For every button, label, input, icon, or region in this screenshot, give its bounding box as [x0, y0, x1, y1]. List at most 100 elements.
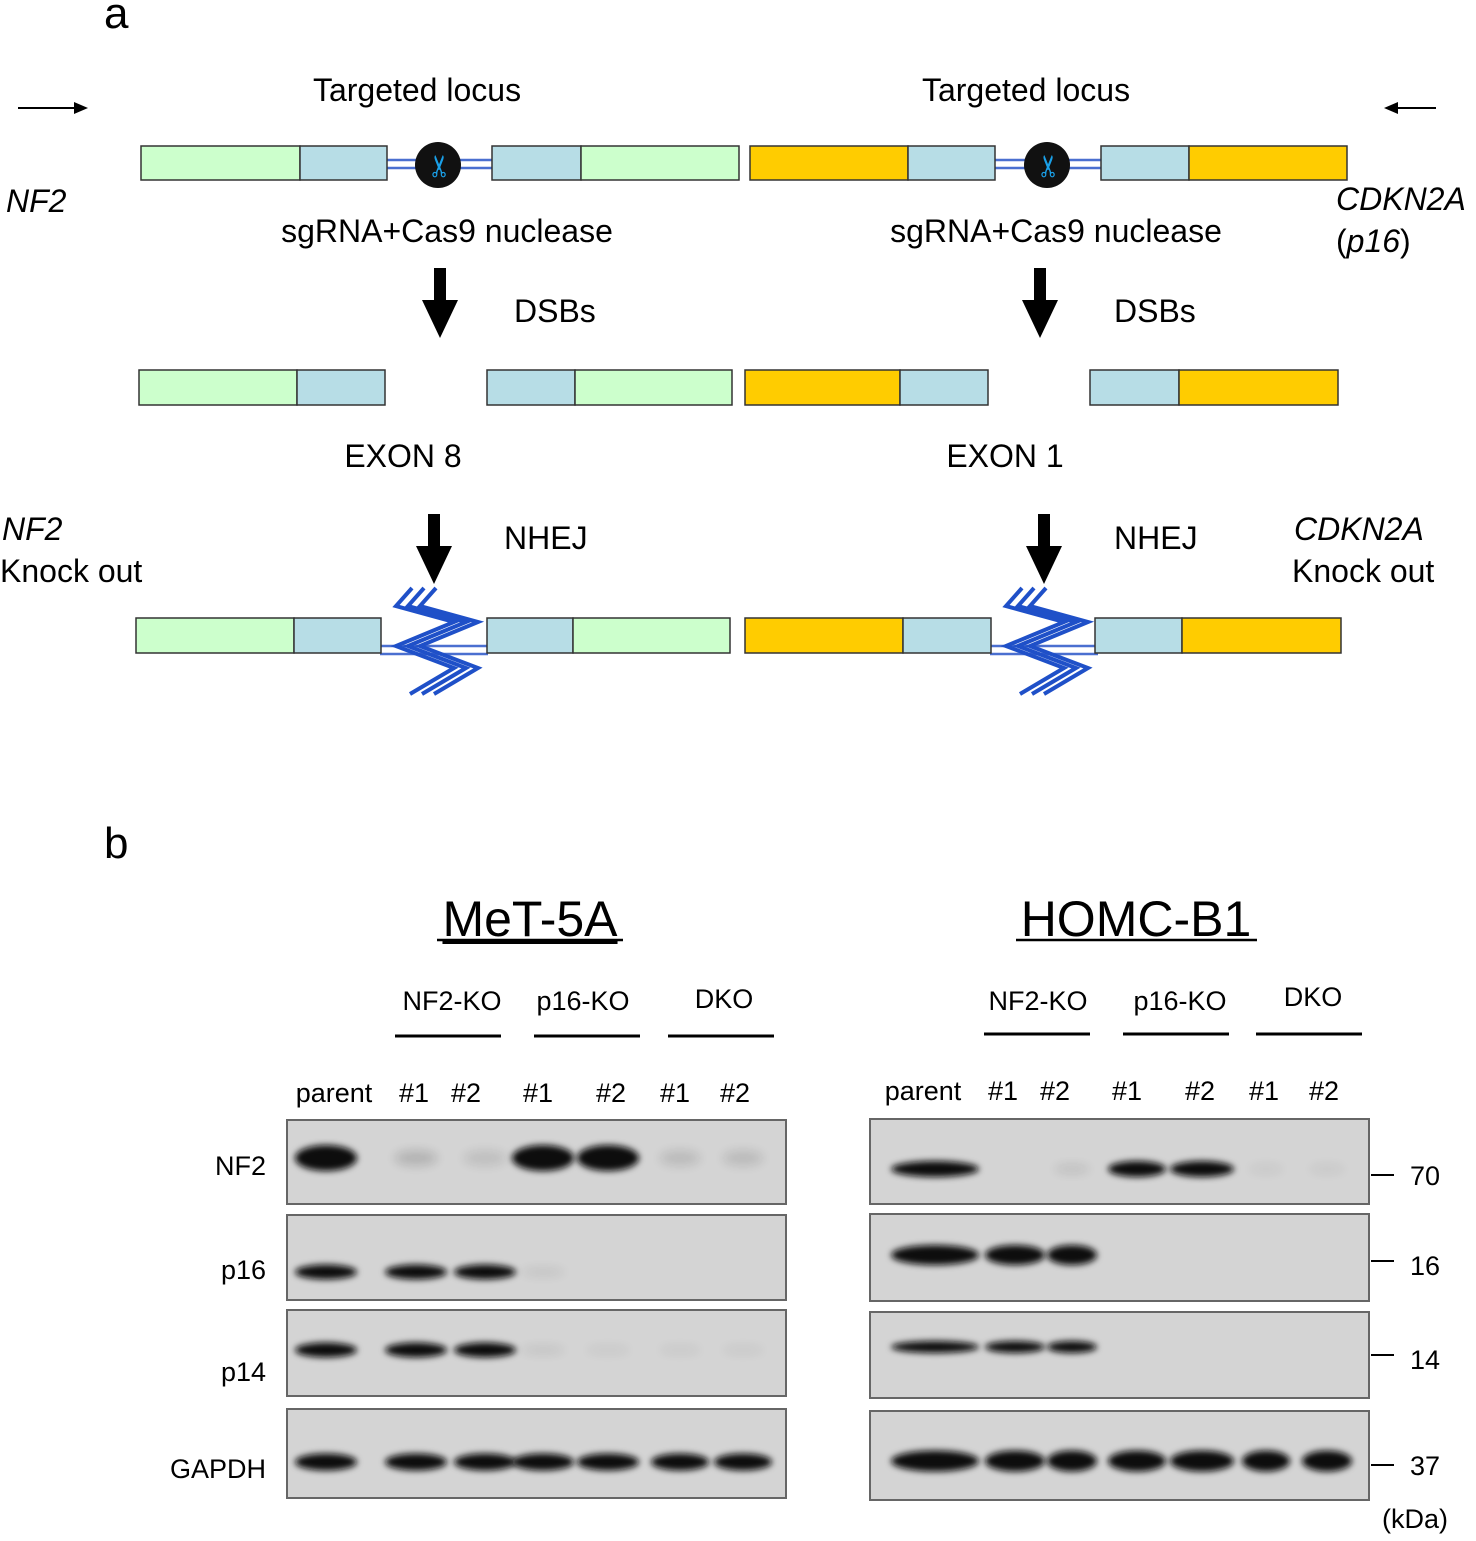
svg-text:✂: ✂ — [424, 153, 457, 178]
ko-right-gene: CDKN2A — [1294, 511, 1424, 547]
band-right-gapdh-lane-5 — [1242, 1450, 1290, 1472]
lane-label-right-3: #1 — [1112, 1076, 1142, 1106]
band-left-p16-lane-2 — [454, 1264, 516, 1280]
nhej-wave-icon — [390, 586, 485, 696]
gene-cdkn2a-alias: (p16) — [1336, 223, 1411, 259]
band-left-p14-lane-2 — [454, 1342, 516, 1358]
band-left-gapdh-lane-0 — [295, 1453, 357, 1471]
marker-unit: (kDa) — [1382, 1504, 1448, 1534]
band-left-p16-lane-1 — [385, 1264, 447, 1280]
cell-line-met5a: MeT-5A — [442, 891, 618, 947]
right-arrow-icon — [18, 102, 88, 114]
left-arrow-icon — [1384, 102, 1436, 114]
marker-label-16: 16 — [1410, 1251, 1440, 1281]
band-right-p16-lane-1 — [985, 1245, 1045, 1265]
band-left-p16-lane-0 — [295, 1264, 357, 1280]
panel-a-label: a — [104, 0, 129, 38]
dsb-right-label: DSBs — [1114, 293, 1196, 329]
band-left-nf2-lane-6 — [722, 1150, 764, 1166]
band-left-nf2-lane-3 — [512, 1145, 574, 1171]
band-right-gapdh-lane-6 — [1302, 1450, 1352, 1472]
marker-label-37: 37 — [1410, 1451, 1440, 1481]
protein-label-nf2: NF2 — [215, 1151, 266, 1181]
band-right-nf2-lane-0 — [891, 1161, 979, 1177]
blot-strip-left-p16 — [286, 1214, 787, 1301]
scissors-icon: ✂ — [1024, 142, 1070, 188]
nhej-wave-icon — [1000, 586, 1095, 696]
scissors-icon: ✂ — [415, 142, 461, 188]
targeted-locus-right: Targeted locus — [922, 72, 1130, 108]
band-right-p14-lane-1 — [985, 1341, 1045, 1353]
lane-label-left-1: #1 — [399, 1078, 429, 1108]
protein-label-p14: p14 — [221, 1357, 266, 1387]
band-left-p16-lane-3 — [521, 1267, 565, 1277]
band-right-gapdh-lane-2 — [1047, 1450, 1097, 1472]
dsb-left-label: DSBs — [514, 293, 596, 329]
svg-text:✂: ✂ — [1033, 153, 1066, 178]
lane-label-right-5: #1 — [1249, 1076, 1279, 1106]
nf2-repaired-row3 — [135, 617, 731, 656]
band-left-nf2-lane-1 — [394, 1150, 438, 1166]
group-label-left-0: NF2-KO — [402, 986, 501, 1016]
lane-label-right-2: #2 — [1040, 1076, 1070, 1106]
panel-a: a Targeted locus Targeted locus ✂ — [0, 0, 1466, 696]
band-right-gapdh-lane-0 — [891, 1450, 979, 1472]
group-label-right-2: DKO — [1284, 982, 1343, 1012]
band-right-nf2-lane-2 — [1054, 1164, 1090, 1174]
down-arrow-icon — [422, 268, 458, 338]
band-left-p14-lane-3 — [521, 1345, 565, 1355]
blot-strip-right-nf2 — [869, 1118, 1370, 1205]
band-right-nf2-lane-3 — [1108, 1161, 1166, 1177]
band-left-nf2-lane-5 — [659, 1150, 701, 1166]
blot-images — [286, 1118, 1370, 1501]
down-arrow-icon — [1026, 514, 1062, 584]
band-right-gapdh-lane-3 — [1108, 1450, 1166, 1472]
lane-label-right-6: #2 — [1309, 1076, 1339, 1106]
ko-left-text: Knock out — [0, 553, 142, 589]
band-right-p16-lane-2 — [1047, 1245, 1097, 1265]
band-right-p14-lane-0 — [891, 1341, 979, 1353]
gene-cdkn2a-label: CDKN2A — [1336, 181, 1466, 217]
marker-label-14: 14 — [1410, 1345, 1440, 1375]
blot-strip-right-p14 — [869, 1311, 1370, 1399]
lane-label-left-2: #2 — [451, 1078, 481, 1108]
ko-left-gene: NF2 — [2, 511, 63, 547]
down-arrow-icon — [416, 514, 452, 584]
nuclease-right-label: sgRNA+Cas9 nuclease — [890, 213, 1222, 249]
down-arrow-icon — [1022, 268, 1058, 338]
band-left-gapdh-lane-5 — [651, 1453, 709, 1471]
band-left-nf2-lane-2 — [463, 1150, 507, 1166]
band-left-p14-lane-1 — [385, 1342, 447, 1358]
band-left-gapdh-lane-4 — [577, 1453, 639, 1471]
ko-right-text: Knock out — [1292, 553, 1434, 589]
band-left-gapdh-lane-6 — [714, 1453, 772, 1471]
nhej-left-label: NHEJ — [504, 520, 588, 556]
nuclease-left-label: sgRNA+Cas9 nuclease — [281, 213, 613, 249]
lane-label-right-4: #2 — [1185, 1076, 1215, 1106]
group-label-right-0: NF2-KO — [988, 986, 1087, 1016]
band-right-gapdh-lane-1 — [985, 1450, 1045, 1472]
gene-nf2-label: NF2 — [6, 183, 67, 219]
band-left-nf2-lane-0 — [295, 1145, 357, 1171]
lane-label-left-3: #1 — [523, 1078, 553, 1108]
lane-label-right-1: #1 — [988, 1076, 1018, 1106]
band-left-p14-lane-4 — [586, 1345, 630, 1355]
group-label-right-1: p16-KO — [1133, 986, 1226, 1016]
group-label-left-2: DKO — [695, 984, 754, 1014]
band-left-gapdh-lane-2 — [454, 1453, 516, 1471]
targeted-locus-left: Targeted locus — [313, 72, 521, 108]
lane-label-left-5: #1 — [660, 1078, 690, 1108]
cdkn2a-cut-row2 — [744, 369, 1339, 406]
band-left-p14-lane-6 — [722, 1345, 764, 1355]
cdkn2a-repaired-row3 — [744, 617, 1342, 656]
group-label-left-1: p16-KO — [536, 986, 629, 1016]
lane-label-left-6: #2 — [720, 1078, 750, 1108]
cell-line-homcb1: HOMC-B1 — [1021, 891, 1252, 947]
exon-left-label: EXON 8 — [344, 438, 461, 474]
protein-label-p16: p16 — [221, 1255, 266, 1285]
nf2-cut-row2 — [138, 369, 733, 406]
lane-label-right-0: parent — [885, 1076, 962, 1106]
band-left-nf2-lane-4 — [577, 1145, 639, 1171]
blot-strip-left-gapdh — [286, 1408, 787, 1499]
